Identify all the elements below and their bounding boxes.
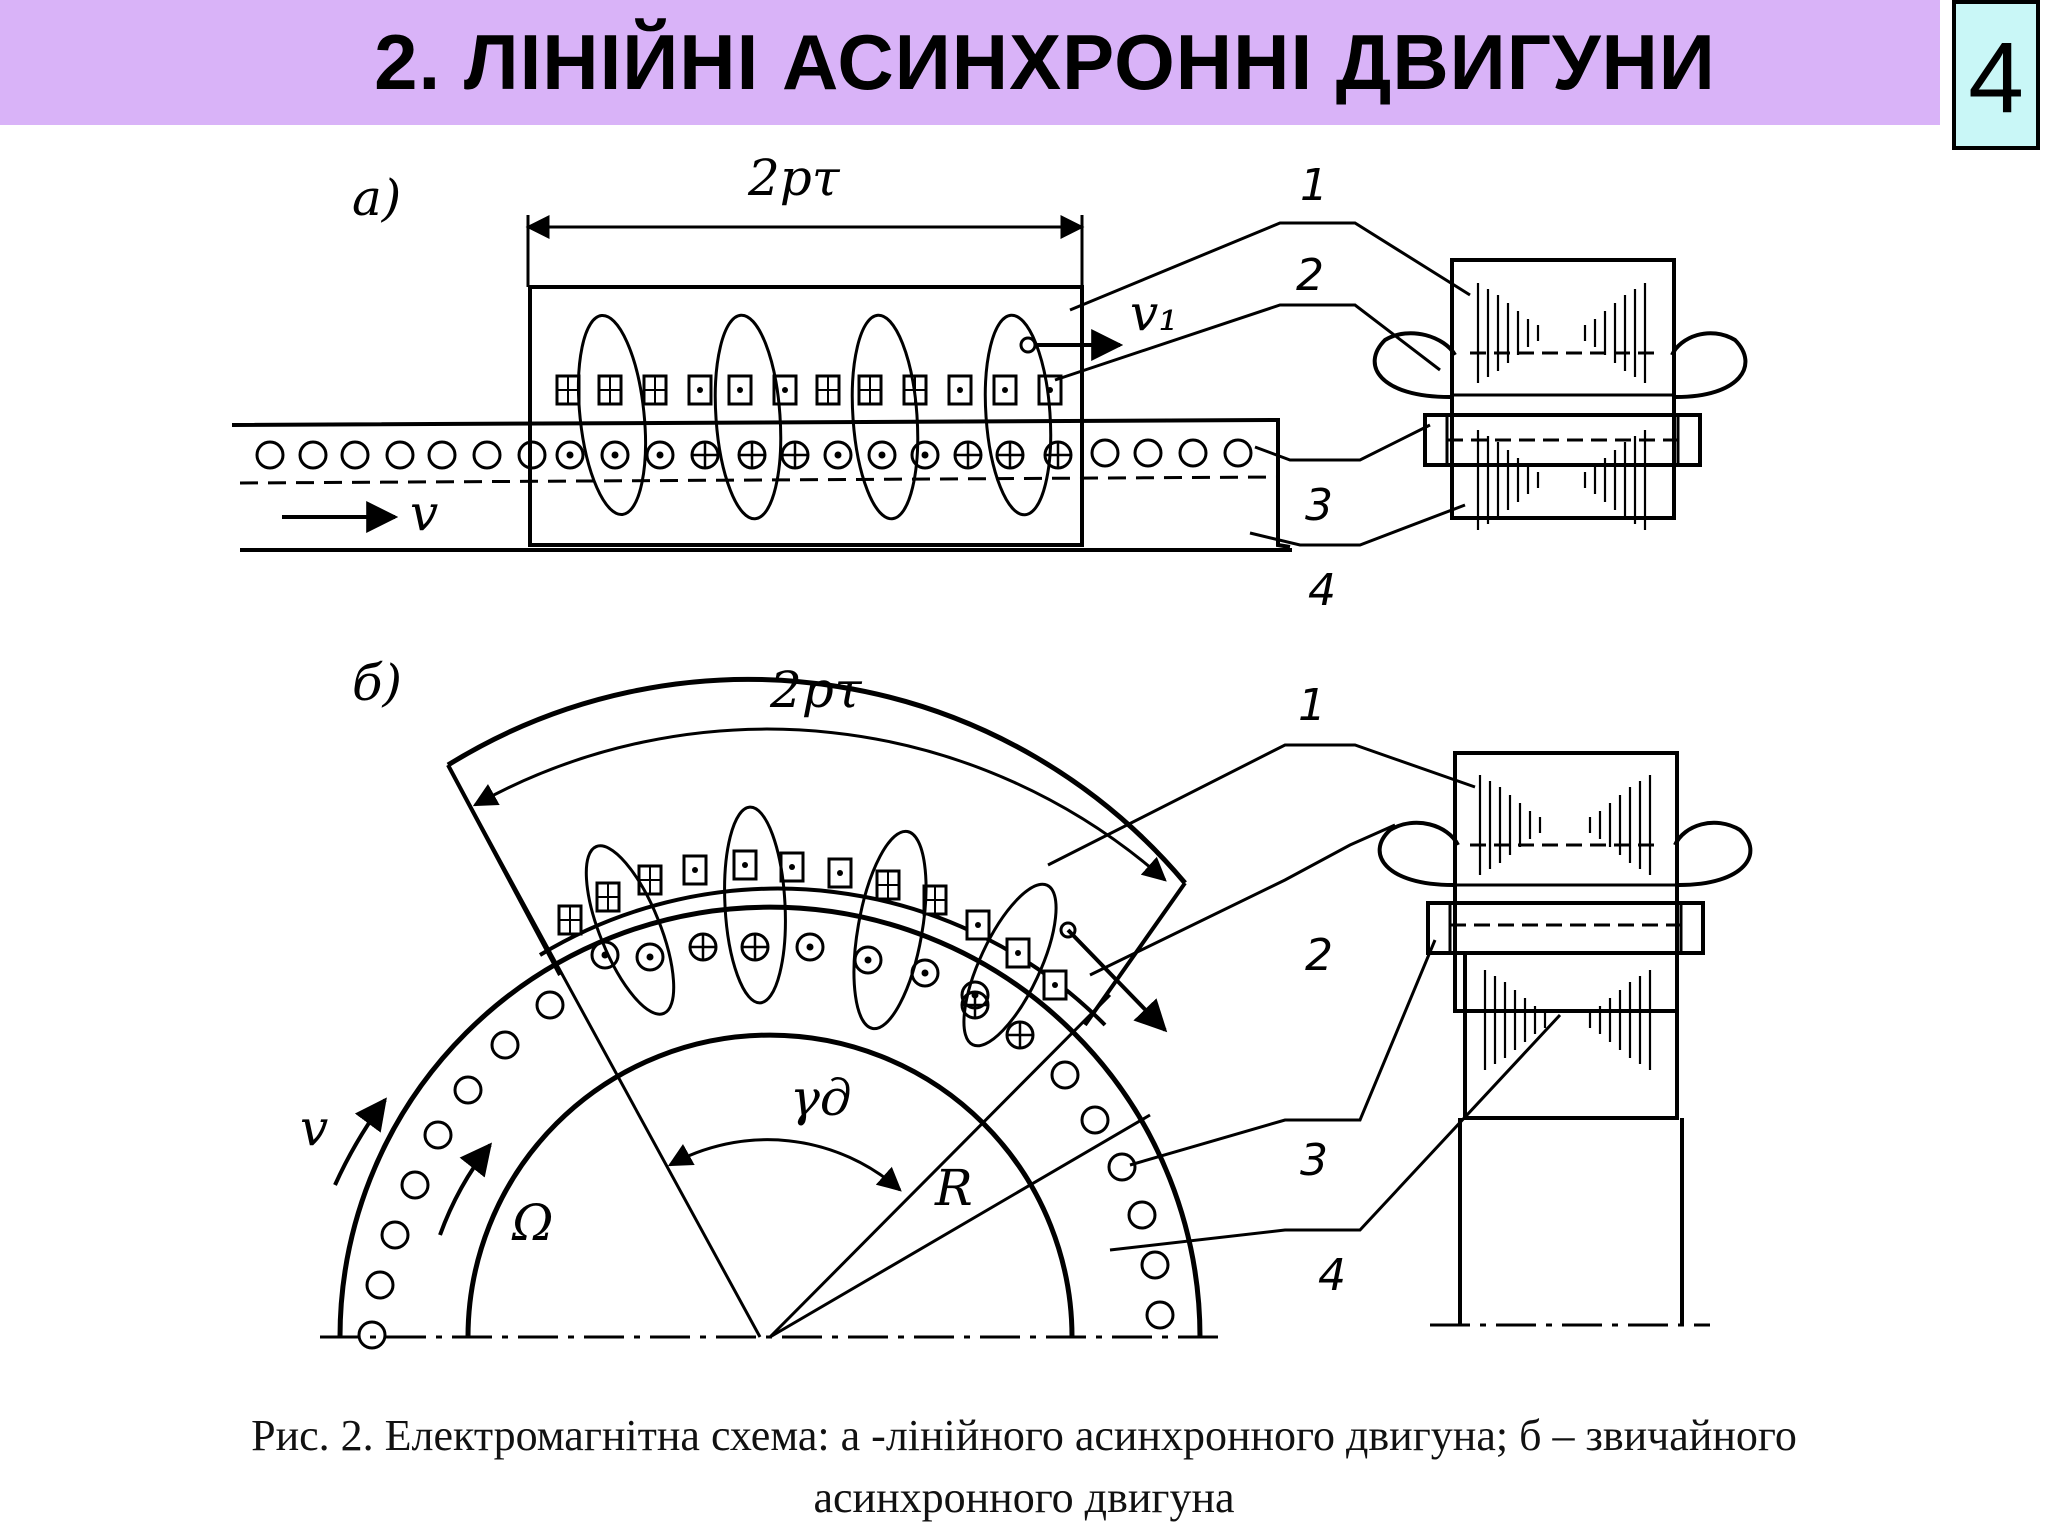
page-number: 4 [1952, 0, 2040, 150]
title-bar [0, 0, 1940, 125]
panel-b-label: б) [352, 654, 402, 712]
rotor-outer [337, 904, 1203, 1338]
inductor-core [528, 285, 1084, 547]
page-title: 2. ЛІНІЙНІ АСИНХРОННІ ДВИГУНИ [374, 18, 1716, 106]
secondary-conductors [255, 438, 1253, 470]
caption-line-1: Рис. 2. Електромагнітна схема: а -лінійн… [251, 1411, 1797, 1460]
panel-a-v1-label: v₁ [1130, 284, 1178, 342]
panel-a: а) 2pτ [231, 149, 1748, 616]
rotor-inner [465, 1032, 1075, 1338]
panel-a-callout-3: 3 [1305, 480, 1333, 531]
panel-a-span-label: 2pτ [747, 149, 841, 207]
panel-a-label: а) [352, 169, 401, 227]
panel-b-cross-section [1377, 751, 1753, 1327]
panel-b-callout-4: 4 [1318, 1250, 1346, 1301]
panel-a-callout-4: 4 [1308, 565, 1336, 616]
radius-label: R [934, 1159, 973, 1217]
electromagnetic-diagram: а) 2pτ [231, 149, 1753, 1350]
panel-b-v-label: v [300, 1099, 328, 1157]
omega-label: Ω [511, 1194, 553, 1252]
flux-loops [577, 313, 1053, 521]
panel-a-callout-1: 1 [1300, 160, 1328, 211]
panel-a-callout-2: 2 [1296, 250, 1324, 301]
panel-b-callout-2: 2 [1305, 930, 1333, 981]
figure-caption: Рис. 2. Електромагнітна схема: а -лінійн… [60, 1405, 1988, 1529]
panel-b-callout-3: 3 [1300, 1135, 1328, 1186]
panel-a-v-label: v [410, 484, 438, 542]
panel-a-cross-section [1372, 258, 1748, 532]
panel-b-callout-1: 1 [1298, 680, 1326, 731]
panel-b: б) 2pτ [300, 654, 1753, 1350]
angle-label: γд [790, 1069, 852, 1127]
caption-line-2: асинхронного двигуна [813, 1473, 1235, 1522]
